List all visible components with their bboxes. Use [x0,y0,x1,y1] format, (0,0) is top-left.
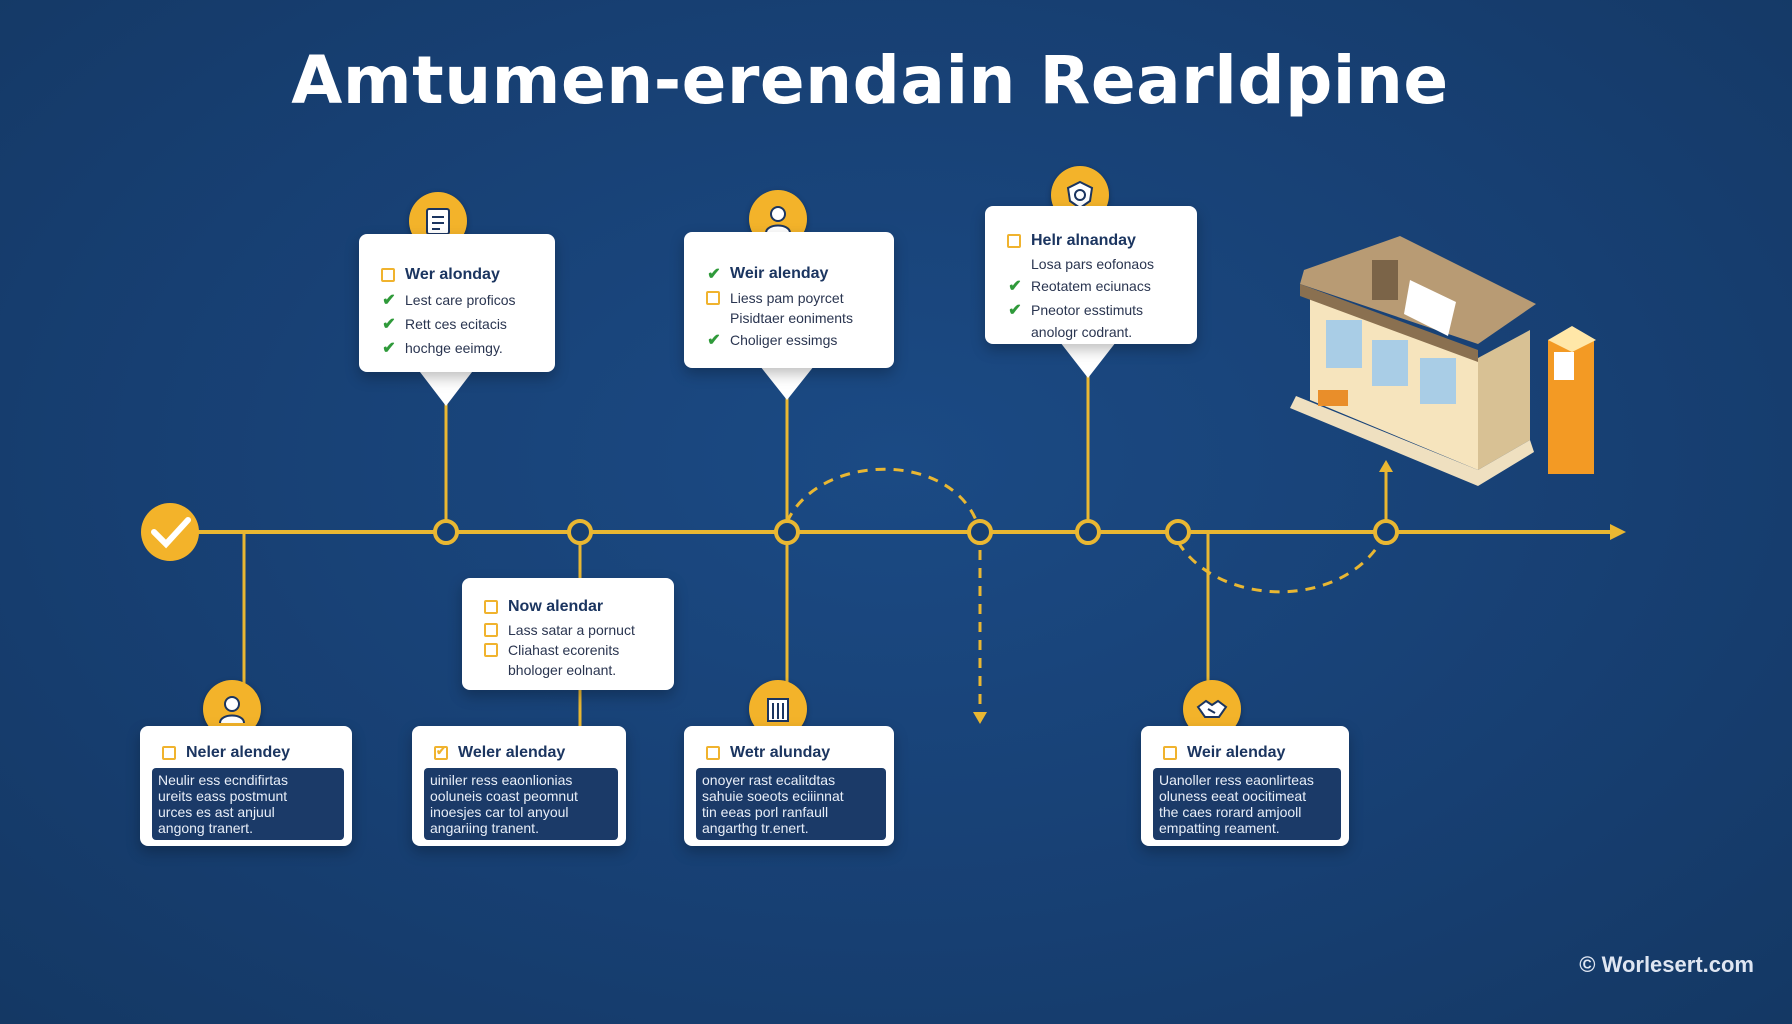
checkbox-checked-icon: ✔ [434,744,448,760]
card-line: angarthg tr.enert. [702,820,809,836]
card-line: anologr codrant. [1031,324,1133,340]
start-check-badge [141,503,199,561]
card-line: bhologer eolnant. [508,662,617,678]
card-line: Losa pars eofonaos [1031,256,1154,272]
checkbox-icon [1163,746,1177,760]
card-line: inoesjes car tol anyoul [430,804,569,820]
card-line: Uanoller ress eaonlirteas [1159,772,1314,788]
checkbox-icon [1007,234,1021,248]
checkbox-icon [706,746,720,760]
node-3 [774,519,800,545]
card-line: urces es ast anjuul [158,804,275,820]
card-line: Rett ces ecitacis [405,316,507,332]
node-7 [1373,519,1399,545]
top-card-2: ✔ Weir alenday Liess pam poyrcet Pisidtae… [684,232,894,368]
start-check-icon [151,517,191,549]
up-arrowhead [1379,460,1393,472]
card-body: onoyer rast ecalitdtas sahuie soeots eci… [696,768,886,840]
checkbox-icon [162,746,176,760]
card-line: empatting reament. [1159,820,1280,836]
check-icon: ✔ [707,332,721,349]
card-line: Pisidtaer eoniments [730,310,853,326]
check-icon: ✔ [382,316,396,333]
checkbox-icon [484,623,498,637]
down-arrowhead [973,712,987,724]
node-2 [567,519,593,545]
card-line: angariing tranent. [430,820,539,836]
card-line: Neulir ess ecndifirtas [158,772,288,788]
callout-pointer-2 [760,366,814,400]
card-line: onoyer rast ecalitdtas [702,772,836,788]
card-line: Lass satar a pornuct [508,622,635,638]
diagram-title: Amtumen-erendain Rearldpine [291,42,1449,119]
card-line: Cliahast ecorenits [508,642,620,658]
building-illustration [1290,236,1596,486]
card-line: the caes rorard amjooll [1159,804,1302,820]
check-icon: ✔ [382,292,396,309]
check-icon: ✔ [382,340,396,357]
timeline-nodes [433,519,1399,545]
card-heading: Wetr alunday [730,744,831,761]
check-icon: ✔ [1008,278,1022,295]
checkbox-icon [381,268,395,282]
checkbox-icon [706,291,720,305]
node-6 [1165,519,1191,545]
check-icon: ✔ [707,266,721,283]
card-line: sahuie soeots eciiinnat [702,788,844,804]
bottom-card-3: Wetr alunday onoyer rast ecalitdtas sahu… [684,726,894,846]
check-icon: ✔ [1008,302,1022,319]
card-heading: Helr alnanday [1031,232,1136,249]
timeline-arrowhead [1610,524,1626,540]
card-heading: Neler alendey [186,744,291,761]
card-heading: Weler alenday [458,744,566,761]
card-line: Choliger essimgs [730,332,838,348]
node-1 [433,519,459,545]
watermark: © Worlesert.com [1579,952,1754,977]
card-line: ureits eass postmunt [158,788,288,804]
card-line: Liess pam poyrcet [730,290,844,306]
card-body: Uanoller ress eaonlirteas oluness eeat o… [1153,768,1341,840]
card-line: Lest care proficos [405,292,516,308]
bottom-card-2: ✔ Weler alenday uiniler ress eaonlionias … [412,726,626,846]
bottom-card-4: Weir alenday Uanoller ress eaonlirteas o… [1141,726,1349,846]
card-line: Pneotor esstimuts [1031,302,1144,318]
checkbox-icon [484,643,498,657]
node-4 [967,519,993,545]
mid-card: Now alendar Lass satar a pornuct Cliahas… [462,578,674,690]
card-heading: Wer alonday [405,266,500,283]
card-line: angong tranert. [158,820,253,836]
card-heading: Now alendar [508,598,604,615]
bottom-card-1: Neler alendey Neulir ess ecndifirtas ure… [140,726,352,846]
card-line: tin eeas porl ranfaull [702,804,829,820]
callout-pointer-3 [1060,342,1116,378]
dashed-arc-1 [785,467,982,533]
card-body: Neulir ess ecndifirtas ureits eass postm… [152,768,344,840]
card-line: ooluneis coast peomnut [430,788,578,804]
card-body: uiniler ress eaonlionias ooluneis coast … [424,768,618,840]
card-heading: Weir alenday [1187,744,1286,761]
card-heading: Weir alenday [730,265,829,282]
checkbox-icon [484,600,498,614]
card-line: oluness eeat oocitimeat [1159,788,1307,804]
card-line: hochge eeimgy. [405,340,503,356]
top-card-3: Helr alnanday Losa pars eofonaos ✔ Reotat… [985,206,1197,344]
card-line: Reotatem eciunacs [1031,278,1151,294]
node-5 [1075,519,1101,545]
top-card-1: Wer alonday ✔ Lest care proficos ✔ Rett ce… [359,234,555,372]
callout-pointer-1 [420,372,472,406]
card-line: uiniler ress eaonlionias [430,772,573,788]
